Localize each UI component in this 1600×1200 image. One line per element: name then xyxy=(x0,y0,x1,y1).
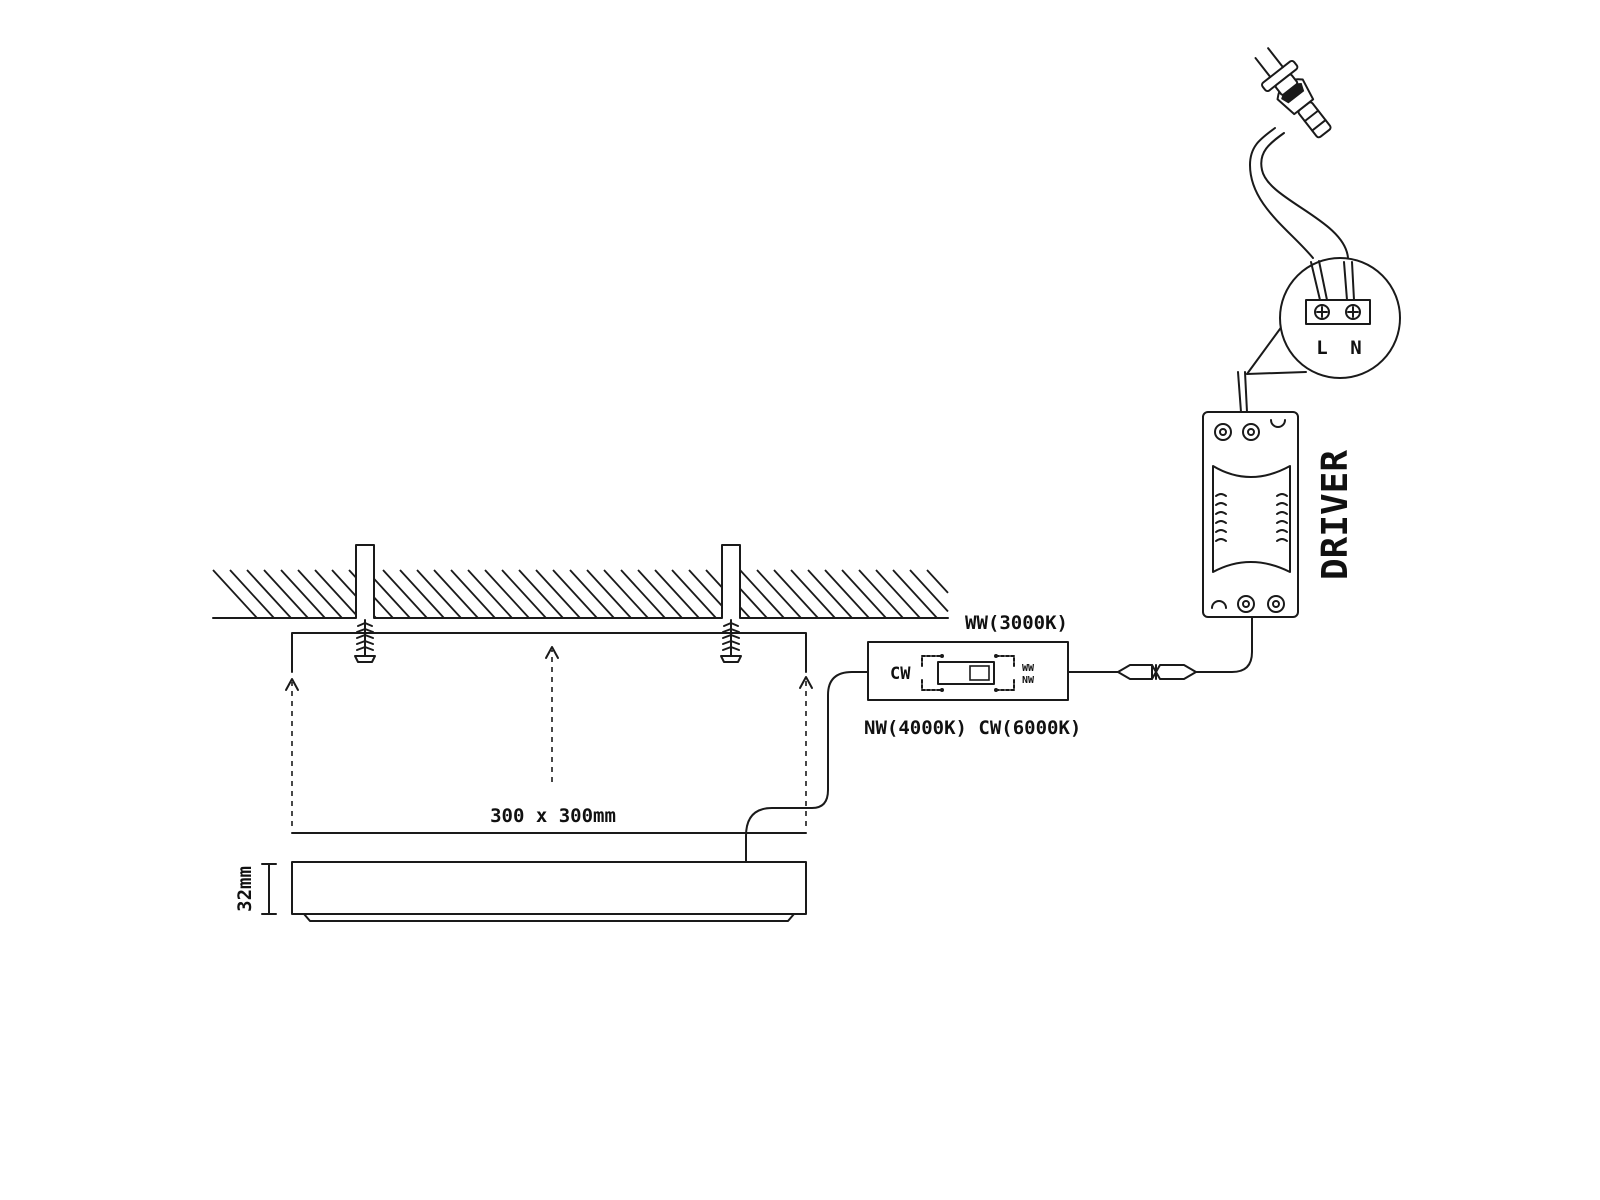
driver-ribs-left xyxy=(1215,493,1227,542)
screw-left xyxy=(354,619,376,663)
height-dimension: 32mm xyxy=(234,863,277,915)
driver-rib xyxy=(1215,493,1227,497)
driver-rib xyxy=(1276,529,1288,533)
hatch-line xyxy=(654,569,700,619)
hatch-line xyxy=(467,569,513,619)
hatch-line xyxy=(586,569,632,619)
hatch-line xyxy=(416,569,462,619)
hatch-line xyxy=(433,569,479,619)
mounting-arrows xyxy=(285,646,813,826)
hatch-line xyxy=(280,569,326,619)
driver-rib xyxy=(1215,520,1227,524)
driver-rib xyxy=(1276,493,1288,497)
panel-cable xyxy=(745,671,869,863)
hatch-line xyxy=(824,569,870,619)
switch-label-ww: WW xyxy=(1022,663,1035,674)
driver-rib xyxy=(1276,502,1288,506)
connector-cable xyxy=(1067,617,1253,680)
led-driver: DRIVER xyxy=(1202,371,1356,618)
driver-rib xyxy=(1215,538,1227,542)
hatch-line xyxy=(926,569,949,594)
driver-rib xyxy=(1276,538,1288,542)
hatch-line xyxy=(552,569,598,619)
hatch-line xyxy=(450,569,496,619)
hatch-line xyxy=(620,569,666,619)
callout-line-right xyxy=(1246,371,1307,375)
switch-label-nw: NW xyxy=(1022,675,1035,686)
hatch-line xyxy=(569,569,615,619)
hatch-line xyxy=(501,569,547,619)
hatch-line xyxy=(382,569,428,619)
hatch-line xyxy=(603,569,649,619)
hatch-line xyxy=(212,569,258,619)
hatch-line xyxy=(518,569,564,619)
power-cord-right xyxy=(1260,132,1349,259)
nw-cw-label: NW(4000K) CW(6000K) xyxy=(864,717,1081,739)
hatch-line xyxy=(756,569,802,619)
driver-rib xyxy=(1215,529,1227,533)
mounting-outline xyxy=(291,632,807,673)
hatch-line xyxy=(535,569,581,619)
hatch-line xyxy=(773,569,819,619)
ceiling-hatching xyxy=(212,569,949,619)
wall-plug-hole-right xyxy=(721,544,741,619)
led-panel xyxy=(291,861,807,922)
ww-label: WW(3000K) xyxy=(965,612,1068,634)
hatch-line xyxy=(841,569,887,619)
size-label: 300 x 300mm xyxy=(490,805,616,827)
driver-rib xyxy=(1276,511,1288,515)
hatch-line xyxy=(909,569,949,613)
driver-rib xyxy=(1215,502,1227,506)
hatch-line xyxy=(858,569,904,619)
driver-rib xyxy=(1276,520,1288,524)
hatch-line xyxy=(875,569,921,619)
hatch-line xyxy=(892,569,938,619)
driver-label: DRIVER xyxy=(1315,450,1356,580)
driver-rib xyxy=(1215,511,1227,515)
terminal-label-n: N xyxy=(1350,337,1361,359)
hatch-line xyxy=(399,569,445,619)
wall-plug-hole-left xyxy=(355,544,375,619)
hatch-line xyxy=(246,569,292,619)
terminal-detail: L N xyxy=(1279,257,1401,379)
terminal-label-l: L xyxy=(1316,337,1327,359)
ceiling xyxy=(212,544,949,619)
width-dimension: 300 x 300mm xyxy=(291,805,807,834)
switch-label-cw: CW xyxy=(890,664,911,684)
hatch-line xyxy=(790,569,836,619)
power-plug xyxy=(1254,47,1332,139)
hatch-line xyxy=(297,569,343,619)
power-cord-left xyxy=(1249,127,1314,259)
cct-switch-box: CW WW NW xyxy=(867,641,1069,701)
height-label: 32mm xyxy=(234,866,256,912)
hatch-line xyxy=(484,569,530,619)
screw-right xyxy=(720,619,742,663)
hatch-line xyxy=(229,569,275,619)
hatch-line xyxy=(314,569,360,619)
hatch-line xyxy=(637,569,683,619)
hatch-line xyxy=(671,569,717,619)
hatch-line xyxy=(263,569,309,619)
hatch-line xyxy=(739,569,785,619)
driver-ribs-right xyxy=(1276,493,1288,542)
hatch-line xyxy=(807,569,853,619)
